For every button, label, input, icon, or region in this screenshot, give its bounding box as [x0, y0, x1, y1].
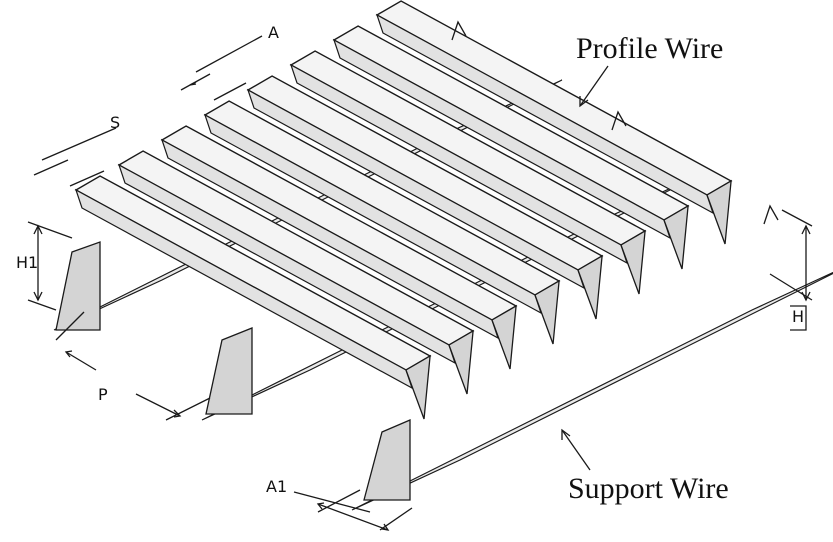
support-wire-end-face [55, 241, 101, 331]
profile-wire-end-face [534, 279, 560, 345]
profile-wire-label: Profile Wire [576, 32, 723, 65]
profile-wire-end-face [405, 354, 431, 420]
dimension-h1 [27, 221, 73, 311]
dimension-h-label: H [792, 307, 804, 326]
support-wire-tip [763, 204, 779, 225]
front-supports [55, 20, 779, 501]
dimension-s-label: S [110, 113, 120, 132]
dimension-a1 [293, 489, 413, 531]
profile-wire-end-face [620, 229, 646, 295]
dimension-h [769, 209, 813, 331]
support-wire-tip [611, 110, 627, 131]
profile-wire-end-face [491, 304, 517, 370]
dimension-a1-label: A1 [266, 477, 287, 496]
profile-wires [74, 0, 733, 420]
support-wire-tip [451, 20, 467, 41]
support-wire-end-face [205, 327, 253, 415]
dimension-h1-label: H1 [16, 253, 38, 272]
dimension-lines [27, 35, 813, 531]
support-wire-end-face [363, 419, 411, 501]
dimension-p [55, 311, 211, 421]
dimension-p-label: P [98, 385, 108, 404]
profile-wire-end-face [448, 329, 474, 395]
callout-leaders [561, 65, 609, 471]
dimension-a [180, 35, 263, 101]
support-wire-label: Support Wire [568, 472, 729, 505]
support-wire-body [351, 271, 833, 511]
dimension-s [33, 127, 117, 187]
dimension-a-label: A [268, 23, 279, 42]
profile-wire-end-face [577, 254, 603, 320]
profile-wire-end-face [706, 179, 732, 245]
profile-wire-end-face [663, 204, 689, 270]
